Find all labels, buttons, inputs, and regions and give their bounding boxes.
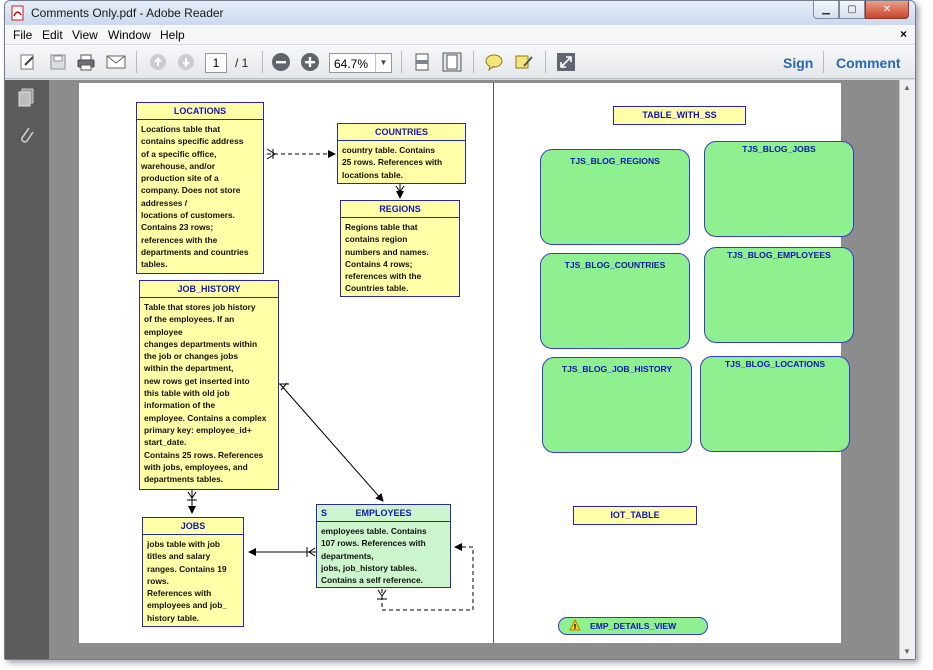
entity-countries-title: COUNTRIES [338,124,465,141]
entity-job-history-title: JOB_HISTORY [140,281,278,298]
scroll-down-icon[interactable]: ▼ [903,647,911,656]
entity-jobs[interactable]: JOBS jobs table with job titles and sala… [142,517,244,627]
toolbar: 1 / 1 64.7% ▼ Sign Com [5,45,915,79]
menu-view[interactable]: View [72,28,98,42]
zoom-in-icon[interactable] [299,52,321,72]
pdf-file-icon [11,5,24,21]
entity-locations-title: LOCATIONS [137,103,263,120]
highlight-icon[interactable] [513,52,535,72]
page-total: / 1 [235,56,249,70]
box-tjs-blog-jobs-label: TJS_BLOG_JOBS [742,144,816,154]
box-tjs-blog-countries-label: TJS_BLOG_COUNTRIES [564,260,666,270]
emp-details-view-label: EMP_DETAILS_VIEW [590,621,677,631]
scroll-up-icon[interactable]: ▲ [903,83,911,92]
page-number-input[interactable]: 1 [205,53,227,73]
adobe-reader-window: Comments Only.pdf - Adobe Reader ▁ ▢ ✕ F… [4,0,916,660]
attachments-icon[interactable] [17,124,35,149]
entity-regions[interactable]: REGIONS Regions table that contains regi… [340,200,460,297]
iot-table-label[interactable]: IOT_TABLE [573,506,697,525]
box-tjs-blog-job-history-label: TJS_BLOG_JOB_HISTORY [561,364,673,374]
menu-help[interactable]: Help [160,28,185,42]
entity-regions-title: REGIONS [341,201,459,218]
page-divider [493,83,494,643]
entity-jobs-description: jobs table with job titles and salary ra… [147,539,228,623]
box-tjs-blog-employees[interactable]: TJS_BLOG_EMPLOYEES [704,247,854,343]
box-tjs-blog-regions[interactable]: TJS_BLOG_REGIONS [540,149,690,245]
maximize-button[interactable]: ▢ [839,1,865,19]
zoom-out-icon[interactable] [270,52,292,72]
entity-employees-prefix: S [321,508,328,518]
menu-edit[interactable]: Edit [42,28,63,42]
box-tjs-blog-job-history[interactable]: TJS_BLOG_JOB_HISTORY [542,357,692,453]
box-tjs-blog-locations[interactable]: TJS_BLOG_LOCATIONS [700,356,850,452]
fit-width-icon[interactable] [411,52,433,72]
zoom-select[interactable]: 64.7% ▼ [329,53,392,73]
warning-icon: ! [569,618,581,636]
entity-job-history-description: Table that stores job history of the emp… [144,302,267,485]
navigation-panel [5,80,49,659]
entity-locations[interactable]: LOCATIONS Locations table that contains … [136,102,264,274]
sticky-note-icon[interactable] [483,52,505,72]
entity-regions-description: Regions table that contains region numbe… [345,222,429,294]
chevron-down-icon[interactable]: ▼ [375,54,391,72]
window-title: Comments Only.pdf - Adobe Reader [31,6,224,20]
table-with-ss-label[interactable]: TABLE_WITH_SS [613,106,746,125]
comment-button[interactable]: Comment [836,55,901,71]
box-tjs-blog-countries[interactable]: TJS_BLOG_COUNTRIES [540,253,690,349]
box-tjs-blog-jobs[interactable]: TJS_BLOG_JOBS [704,141,854,237]
menu-bar: File Edit View Window Help × [5,25,915,45]
minimize-button[interactable]: ▁ [813,1,839,19]
entity-locations-description: Locations table that contains specific a… [141,124,249,270]
menu-file[interactable]: File [13,28,33,42]
next-page-icon[interactable] [175,52,197,72]
entity-countries[interactable]: COUNTRIES country table. Contains 25 row… [337,123,466,184]
entity-employees-description: employees table. Contains 107 rows. Refe… [321,526,427,586]
menu-window[interactable]: Window [108,28,151,42]
save-icon[interactable] [47,52,69,72]
prev-page-icon[interactable] [147,52,169,72]
fullscreen-icon[interactable] [555,52,577,72]
title-bar: Comments Only.pdf - Adobe Reader ▁ ▢ ✕ [5,1,915,25]
box-tjs-blog-regions-label: TJS_BLOG_REGIONS [570,156,660,166]
box-tjs-blog-employees-label: TJS_BLOG_EMPLOYEES [727,250,831,260]
print-icon[interactable] [75,52,97,72]
entity-employees-title: EMPLOYEES [355,508,412,518]
create-pdf-icon[interactable] [17,52,39,72]
close-window-button[interactable]: ✕ [865,1,909,19]
entity-employees[interactable]: S EMPLOYEES employees table. Contains 10… [316,504,451,588]
vertical-scrollbar[interactable]: ▲ ▼ [899,80,915,659]
sign-button[interactable]: Sign [783,55,814,71]
entity-jobs-title: JOBS [143,518,243,535]
entity-countries-description: country table. Contains 25 rows. Referen… [342,145,443,180]
zoom-value: 64.7% [334,57,369,71]
email-icon[interactable] [105,52,127,72]
svg-text:!: ! [573,623,576,631]
close-document-button[interactable]: × [899,27,907,41]
emp-details-view[interactable]: ! EMP_DETAILS_VIEW [558,617,708,635]
box-tjs-blog-locations-label: TJS_BLOG_LOCATIONS [724,359,826,369]
fit-page-icon[interactable] [441,52,463,72]
entity-employees-title-row: S EMPLOYEES [317,505,450,522]
page-thumbnails-icon[interactable] [17,88,35,111]
entity-job-history[interactable]: JOB_HISTORY Table that stores job histor… [139,280,279,490]
